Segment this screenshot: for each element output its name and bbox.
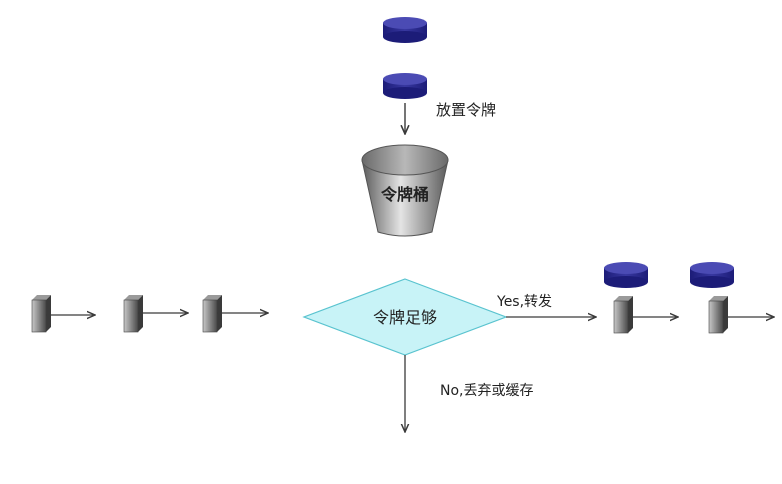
token-falling [383, 73, 427, 99]
bucket-label: 令牌桶 [380, 185, 429, 204]
forwarded-packet-2 [708, 296, 728, 334]
put-token-label: 放置令牌 [436, 101, 496, 119]
no-label: No,丢弃或缓存 [440, 383, 534, 399]
yes-label: Yes,转发 [496, 294, 552, 310]
token-top [383, 17, 427, 43]
token-bucket: 令牌桶 [361, 144, 449, 237]
forwarded-token-2 [690, 262, 734, 288]
decision-diamond: 令牌足够 [302, 278, 508, 356]
packet-1 [31, 295, 51, 333]
decision-label: 令牌足够 [373, 308, 437, 327]
forwarded-token-1 [604, 262, 648, 288]
forwarded-packet-1 [613, 296, 633, 334]
